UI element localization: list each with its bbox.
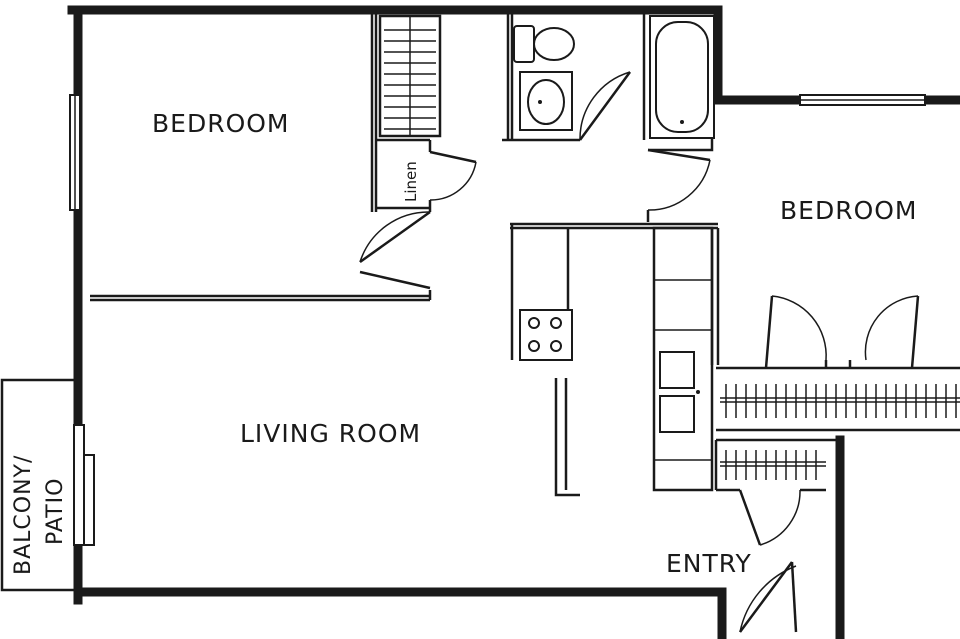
balcony-label-line2: PATIO: [43, 478, 68, 545]
door-swing-icon: [647, 148, 711, 211]
window-icon: [799, 94, 926, 106]
door-swing-icon: [738, 561, 798, 633]
living-room-label: LIVING ROOM: [240, 419, 421, 448]
kitchen-sink-icon: [659, 351, 700, 433]
door-swing-icon: [578, 71, 632, 141]
bathtub-icon: [649, 15, 715, 139]
bedroom-1-label: BEDROOM: [152, 109, 290, 138]
door-swing-icon: [738, 489, 801, 546]
stove-icon: [519, 309, 573, 361]
closet-rod-icon: [720, 384, 960, 418]
door-swing-icon: [764, 295, 920, 369]
entry-label: ENTRY: [666, 549, 752, 578]
door-swing-icon: [359, 210, 431, 290]
balcony-label-line1: BALCONY/: [11, 455, 36, 575]
toilet-icon: [513, 25, 575, 63]
closet-rod-icon: [720, 450, 826, 480]
door-swing-icon: [429, 150, 477, 201]
kitchen-counter-cells: [654, 279, 712, 461]
sink-icon: [519, 71, 573, 131]
bedroom-2-label: BEDROOM: [780, 196, 918, 225]
linen-closet: Linen: [402, 161, 420, 202]
window-icon: [69, 94, 81, 211]
linen-label: Linen: [402, 161, 420, 202]
interior-walls: [90, 12, 960, 497]
closet-rod-icon: [378, 14, 442, 138]
window-icon: [73, 424, 95, 546]
balcony-patio: BALCONY/ PATIO: [0, 378, 80, 592]
